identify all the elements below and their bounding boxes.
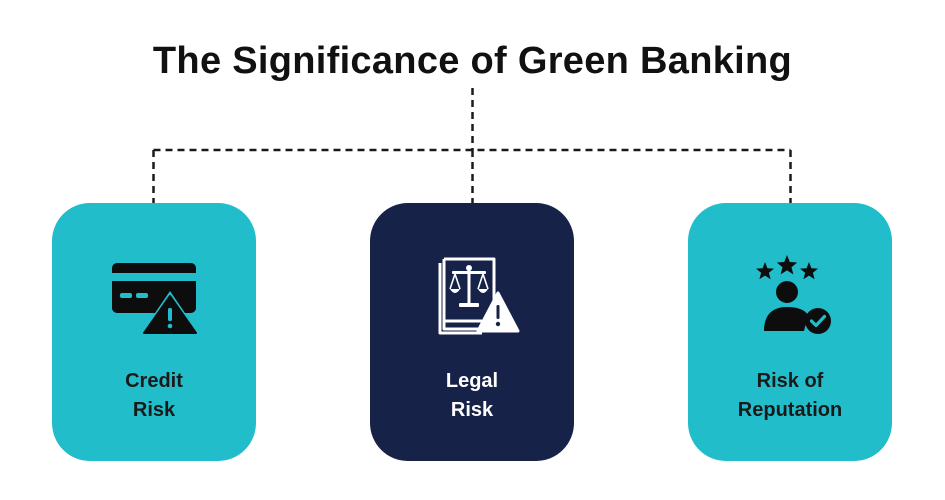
card-label-line: Risk of: [756, 370, 824, 392]
card-label-line: Credit: [125, 370, 183, 392]
card-label-line: Risk: [450, 399, 494, 421]
diagram-title: The Significance of Green Banking: [152, 40, 793, 82]
card-label: Risk of Reputation: [698, 367, 882, 425]
credit-card-warning-icon: [112, 263, 200, 335]
card-credit-risk: Credit Risk: [52, 203, 256, 461]
card-risk-of-reputation: Risk of Reputation: [688, 203, 892, 461]
card-label-line: Risk: [132, 399, 176, 421]
card-label: Credit Risk: [62, 367, 246, 425]
person-stars-check-icon: [756, 255, 831, 334]
card-label: Legal Risk: [380, 367, 564, 425]
card-label-line: Legal: [445, 370, 499, 392]
law-book-warning-icon: [438, 257, 520, 335]
card-legal-risk: Legal Risk: [370, 203, 574, 461]
card-label-line: Reputation: [737, 399, 843, 421]
